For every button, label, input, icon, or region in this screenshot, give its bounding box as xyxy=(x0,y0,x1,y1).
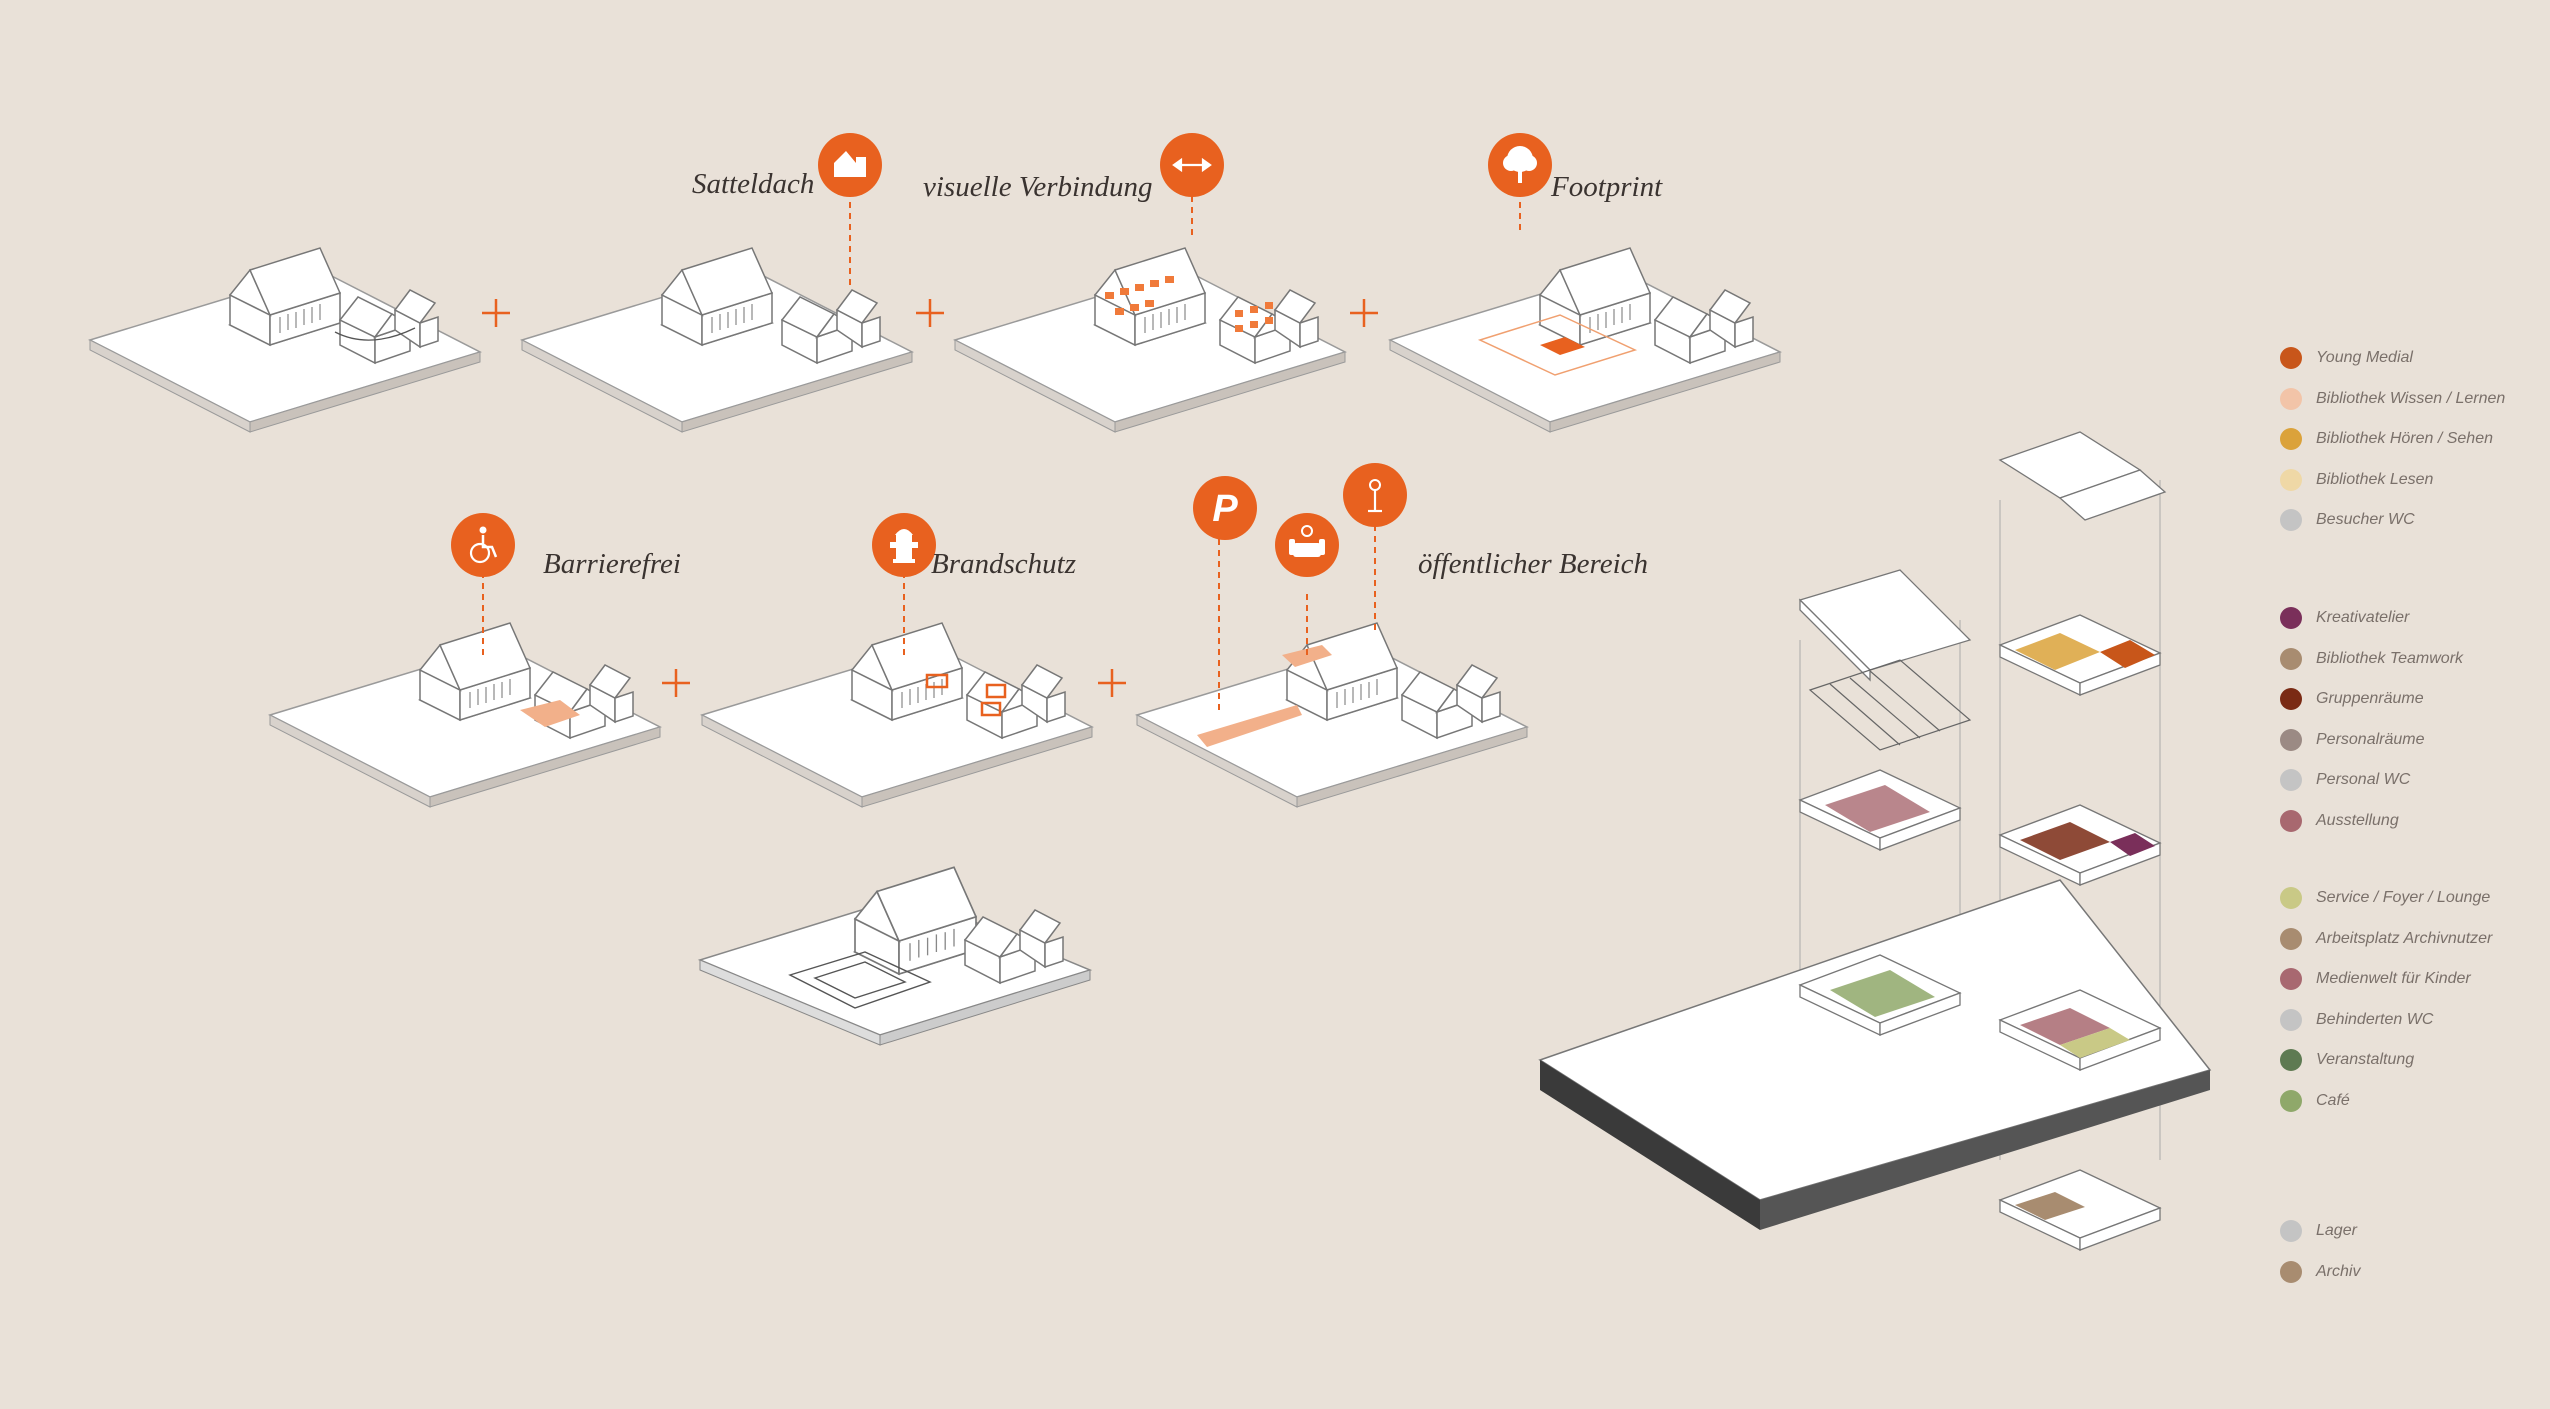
parking-icon: P xyxy=(1193,476,1257,540)
legend-item: Bibliothek Wissen / Lernen xyxy=(2280,386,2505,412)
legend-item: Behinderten WC xyxy=(2280,1007,2433,1033)
step-satteldach-site xyxy=(521,180,913,433)
legend-label: Ausstellung xyxy=(2316,811,2399,829)
legend-swatch xyxy=(2280,769,2302,791)
legend-item: Veranstaltung xyxy=(2280,1047,2414,1073)
step-label-visuelle-verbindung: visuelle Verbindung xyxy=(923,171,1153,203)
legend-swatch xyxy=(2280,1260,2302,1283)
legend-swatch xyxy=(2280,347,2302,369)
legend-swatch xyxy=(2280,1008,2302,1031)
step-oeffentlicher-bereich-site xyxy=(1136,525,1528,808)
double-arrow-icon xyxy=(1160,133,1224,197)
legend-label: Café xyxy=(2316,1091,2350,1109)
legend-label: Kreativatelier xyxy=(2316,609,2410,626)
legend-swatch xyxy=(2280,927,2302,950)
legend-swatch xyxy=(2280,607,2302,629)
tree-icon xyxy=(1488,133,1552,197)
legend-label: Gruppenräume xyxy=(2316,690,2424,707)
legend-swatch xyxy=(2280,428,2302,450)
legend-item: Bibliothek Lesen xyxy=(2280,467,2433,493)
legend-label: Bibliothek Teamwork xyxy=(2316,649,2464,667)
legend-item: Bibliothek Hören / Sehen xyxy=(2280,426,2493,452)
legend-label: Archiv xyxy=(2316,1262,2361,1280)
legend-label: Bibliothek Lesen xyxy=(2316,470,2434,488)
legend-item: Personalräume xyxy=(2280,727,2425,753)
legend-swatch xyxy=(2280,728,2302,751)
legend-swatch xyxy=(2280,688,2302,710)
final-site-model xyxy=(697,866,1093,1046)
legend-label: Young Medial xyxy=(2316,349,2413,366)
legend-item: Bibliothek Teamwork xyxy=(2280,646,2463,672)
legend-swatch xyxy=(2280,387,2302,410)
legend-label: Bibliothek Wissen / Lernen xyxy=(2316,389,2506,407)
legend-label: Personal WC xyxy=(2316,771,2411,788)
legend-swatch xyxy=(2280,509,2302,531)
legend-item: Medienwelt für Kinder xyxy=(2280,966,2471,992)
legend-item: Arbeitsplatz Archivnutzer xyxy=(2280,926,2492,952)
legend-swatch xyxy=(2280,468,2302,491)
plus-sign xyxy=(914,297,946,329)
legend-swatch xyxy=(2280,1089,2302,1112)
step-label-barrierefrei: Barrierefrei xyxy=(543,548,681,580)
legend-item: Kreativatelier xyxy=(2280,605,2409,631)
legend-swatch xyxy=(2280,809,2302,832)
legend-swatch xyxy=(2280,887,2302,909)
microphone-icon xyxy=(1343,463,1407,527)
legend-swatch xyxy=(2280,1049,2302,1071)
step-label-satteldach: Satteldach xyxy=(692,168,815,200)
armchair-coffee-icon xyxy=(1275,513,1339,577)
legend-label: Bibliothek Hören / Sehen xyxy=(2316,430,2493,447)
legend-swatch xyxy=(2280,968,2302,990)
legend-item: Service / Foyer / Lounge xyxy=(2280,885,2490,911)
step-label-footprint: Footprint xyxy=(1551,171,1663,203)
step-base-site xyxy=(89,247,481,433)
legend-label: Personalräume xyxy=(2316,730,2425,748)
plus-sign xyxy=(1348,297,1380,329)
legend-item: Lager xyxy=(2280,1218,2357,1244)
legend-item: Archiv xyxy=(2280,1259,2360,1285)
legend-item: Ausstellung xyxy=(2280,808,2399,834)
legend-swatch xyxy=(2280,647,2302,670)
legend-label: Behinderten WC xyxy=(2316,1010,2434,1028)
legend-label: Service / Foyer / Lounge xyxy=(2316,889,2491,906)
legend-label: Arbeitsplatz Archivnutzer xyxy=(2316,929,2493,947)
step-label-oeffentlicher-bereich: öffentlicher Bereich xyxy=(1418,548,1649,580)
wheelchair-icon xyxy=(451,513,515,577)
legend-item: Besucher WC xyxy=(2280,507,2415,533)
legend-label: Besucher WC xyxy=(2316,511,2415,528)
plus-sign xyxy=(480,297,512,329)
step-label-brandschutz: Brandschutz xyxy=(931,548,1076,580)
legend-item: Young Medial xyxy=(2280,345,2413,371)
gable-roof-icon xyxy=(818,133,882,197)
parking-letter: P xyxy=(1212,488,1238,530)
legend-label: Lager xyxy=(2316,1222,2357,1239)
exploded-axonometric xyxy=(1538,431,2212,1251)
plus-sign xyxy=(1096,667,1128,699)
legend-item: Personal WC xyxy=(2280,767,2410,793)
step-barrierefrei-site xyxy=(269,555,661,808)
hydrant-icon xyxy=(872,513,936,577)
legend-swatch xyxy=(2280,1220,2302,1242)
step-brandschutz-site xyxy=(701,550,1093,808)
plus-sign xyxy=(660,667,692,699)
legend-item: Gruppenräume xyxy=(2280,686,2424,712)
legend-item: Café xyxy=(2280,1088,2350,1114)
legend-label: Veranstaltung xyxy=(2316,1051,2415,1068)
legend-label: Medienwelt für Kinder xyxy=(2316,970,2471,987)
